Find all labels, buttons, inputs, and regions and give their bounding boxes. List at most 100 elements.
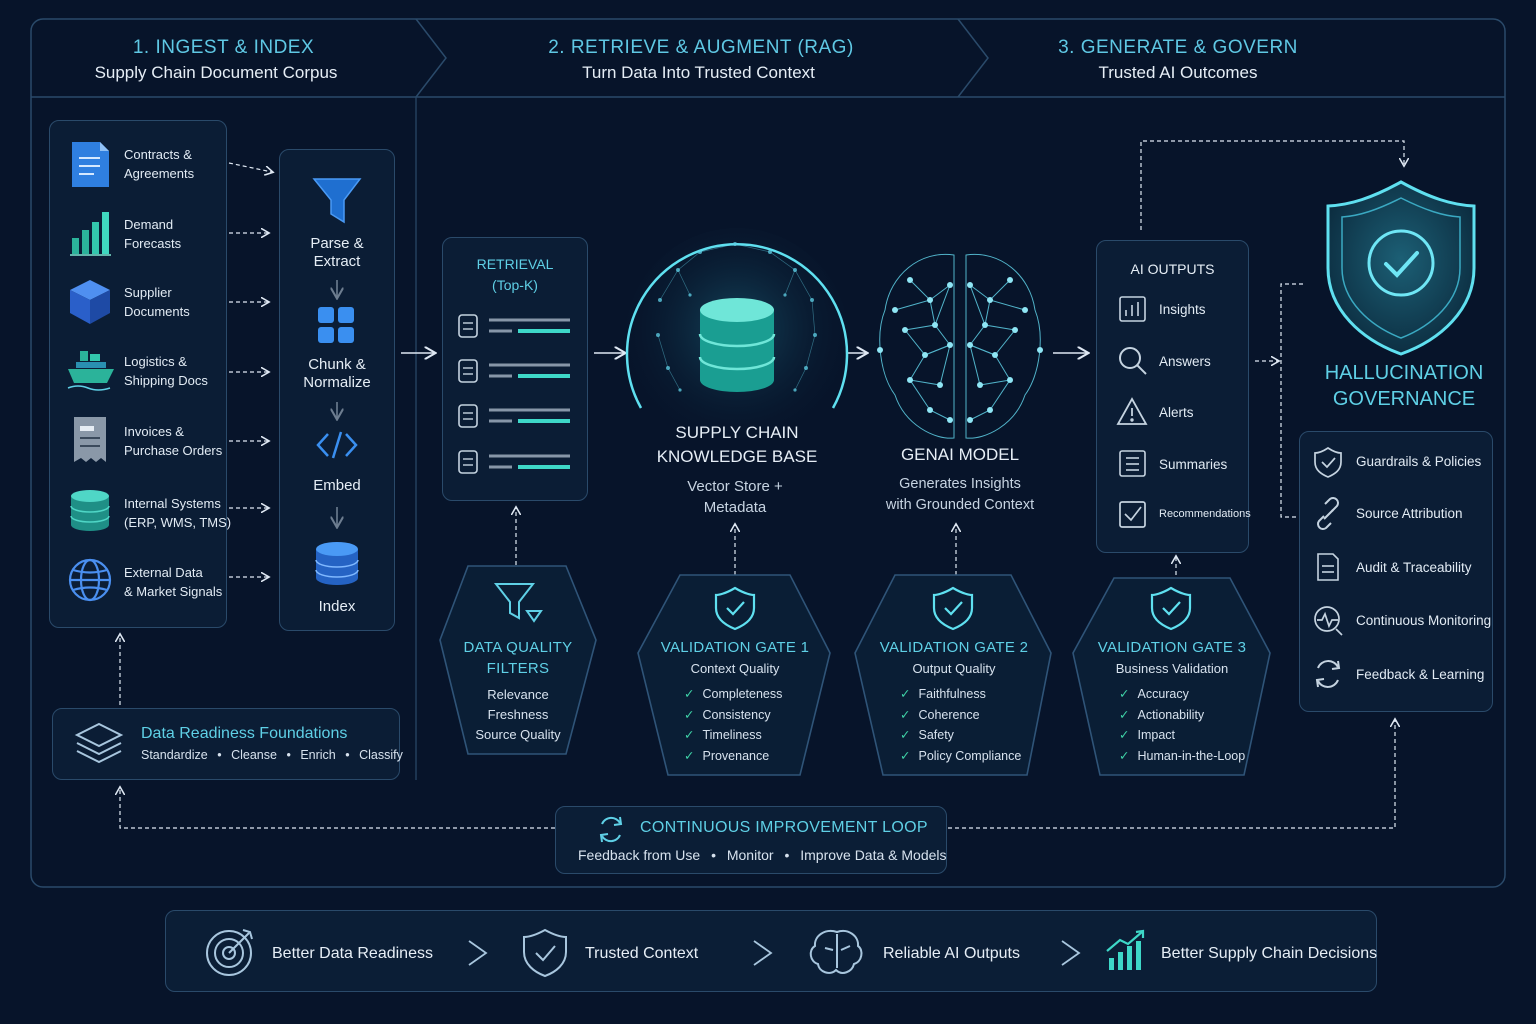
gate-3-check-item: Human-in-the-Loop (1119, 748, 1245, 763)
data-quality-item: Source Quality (475, 727, 561, 742)
ship-icon (67, 351, 114, 391)
bullet: • (784, 847, 790, 863)
gate-2-title: VALIDATION GATE 2 (879, 639, 1029, 656)
bullet: • (217, 748, 222, 762)
gate-1-check-item: Consistency (684, 707, 770, 722)
chart-icon (1119, 296, 1146, 322)
brain-icon (809, 930, 863, 974)
outcome-trusted-context-label: Trusted Context (585, 945, 699, 962)
bullet: • (286, 748, 291, 762)
outcome-data-readiness-label: Better Data Readiness (272, 945, 433, 962)
governance-audit-label: Audit & Traceability (1356, 560, 1472, 575)
result-row (458, 314, 570, 338)
readiness-items: Standardize • Cleanse • Enrich • Classif… (141, 748, 403, 762)
source-supplier-label: Supplier Documents (124, 285, 190, 319)
output-insights-label: Insights (1159, 302, 1206, 317)
gate-1-check-item: Timeliness (684, 727, 761, 742)
shield-check-icon (523, 928, 567, 978)
readiness-item: Cleanse (231, 748, 277, 762)
cube-icon (70, 280, 110, 324)
gate-3-check-item: Actionability (1119, 707, 1204, 722)
governance-feedback-label: Feedback & Learning (1356, 667, 1485, 682)
document-icon (1317, 553, 1339, 581)
governance-monitoring-label: Continuous Monitoring (1356, 613, 1492, 628)
shield-check-icon (1150, 586, 1192, 631)
governance-guardrails-label: Guardrails & Policies (1356, 454, 1482, 469)
gate-3-check-item: Impact (1119, 727, 1175, 742)
gate-1-hexagon (637, 574, 831, 776)
gate-1-title: VALIDATION GATE 1 (660, 639, 810, 656)
list-icon (1119, 450, 1146, 477)
data-quality-item: Relevance (487, 687, 549, 702)
step-index-label: Index (318, 598, 356, 615)
search-icon (1119, 347, 1147, 375)
stage-title: 3. GENERATE & GOVERN (1058, 37, 1298, 58)
data-quality-title: DATA QUALITY FILTERS (463, 639, 573, 677)
checkbox-icon (1119, 501, 1146, 528)
output-alerts-label: Alerts (1159, 405, 1194, 420)
database-icon (70, 490, 110, 531)
outcomes-bar (165, 910, 1377, 992)
gate-2-subtitle: Output Quality (912, 661, 996, 676)
source-contracts-label: Contracts & Agreements (124, 147, 195, 181)
stage-title: 1. INGEST & INDEX (132, 37, 315, 58)
source-logistics-label: Logistics & Shipping Docs (124, 354, 208, 388)
result-row (458, 359, 570, 383)
gate-2-check-item: Faithfulness (900, 686, 985, 701)
gate-2-check-item: Policy Compliance (900, 748, 1021, 763)
step-embed-label: Embed (313, 477, 361, 494)
source-forecasts-label: Demand Forecasts (124, 217, 182, 251)
source-invoices-label: Invoices & Purchase Orders (124, 424, 223, 458)
governance-attribution-label: Source Attribution (1356, 506, 1463, 521)
data-quality-hexagon (439, 565, 597, 755)
gate-1-subtitle: Context Quality (690, 661, 780, 676)
step-parse-label: Parse & Extract (310, 235, 364, 270)
loop-item: Feedback from Use (578, 847, 701, 863)
target-icon (206, 929, 253, 976)
source-internal-label: Internal Systems (ERP, WMS, TMS) (124, 496, 232, 530)
gate-3-check-item: Accuracy (1119, 686, 1188, 701)
stage-subtitle: Turn Data Into Trusted Context (582, 63, 815, 82)
source-external-label: External Data & Market Signals (124, 565, 223, 599)
gate-3-hexagon (1072, 577, 1271, 776)
genai-title: GENAI MODEL (900, 445, 1020, 464)
outcome-reliable-outputs-label: Reliable AI Outputs (883, 945, 1020, 962)
growth-chart-icon (1106, 929, 1145, 970)
shield-check-icon (932, 586, 974, 631)
shield-check-icon (1314, 446, 1342, 478)
arrow-right-icon (1061, 940, 1081, 966)
readiness-panel (52, 708, 400, 780)
document-icon (72, 142, 109, 187)
ai-outputs-title: AI OUTPUTS (1130, 261, 1215, 277)
arrow-right-icon (753, 940, 773, 966)
readiness-title: Data Readiness Foundations (141, 725, 348, 742)
shield-check-icon (714, 586, 756, 631)
loop-item: Monitor (726, 847, 774, 863)
improvement-loop-items: Feedback from Use • Monitor • Improve Da… (578, 847, 947, 863)
gate-1-check-item: Provenance (684, 748, 769, 763)
readiness-item: Classify (359, 748, 403, 762)
gate-2-hexagon (854, 574, 1052, 776)
gate-2-check-item: Safety (900, 727, 953, 742)
readiness-item: Enrich (300, 748, 336, 762)
output-answers-label: Answers (1159, 354, 1211, 369)
knowledge-base-subtitle: Vector Store + Metadata (687, 478, 783, 516)
database-icon (315, 542, 359, 585)
monitor-pulse-icon (1314, 606, 1343, 636)
gate-3-subtitle: Business Validation (1115, 661, 1229, 676)
grid-icon (318, 307, 354, 343)
stage-title: 2. RETRIEVE & AUGMENT (RAG) (548, 37, 854, 58)
gate-3-title: VALIDATION GATE 3 (1097, 639, 1247, 656)
warning-icon (1116, 397, 1148, 425)
filter-icon (493, 583, 543, 623)
output-recommendations-label: Recommendations (1159, 508, 1251, 520)
